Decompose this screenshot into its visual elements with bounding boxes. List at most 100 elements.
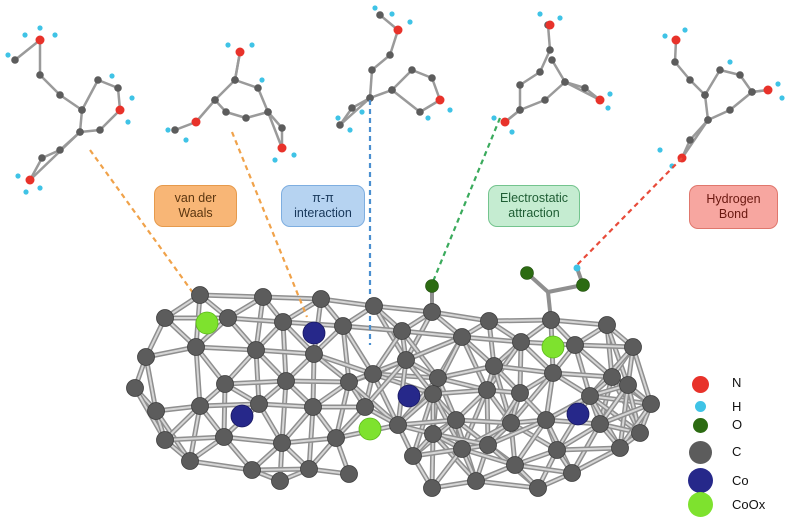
molecule-carbon-atom [701,91,709,99]
molecule-hydrogen-atom [407,19,413,25]
carbon-bond-highlight [155,410,191,462]
legend-item-coox: CoOx [688,492,788,517]
molecule-carbon-atom [11,56,19,64]
carbon-atom [364,365,382,383]
molecule-bond [674,61,691,81]
molecule-heteroatom [763,85,773,95]
carbon-atom [356,398,374,416]
carbon-bond-highlight [224,380,287,385]
molecule-carbon-atom [254,84,262,92]
carbon-atom [137,348,155,366]
molecule-bond [391,69,413,91]
carbon-bond-highlight [461,336,522,343]
molecule-bond [214,79,236,101]
carbon-atom [126,379,144,397]
carbon-atom [619,376,637,394]
carbon-atom [544,364,562,382]
electrostatic-line [430,117,502,285]
molecule-carbon-atom [671,58,679,66]
carbon-bond-highlight [255,296,264,351]
molecule-hydrogen-atom [259,77,265,83]
molecule-hydrogen-atom [359,109,365,115]
molecule-bond [538,49,552,73]
molecule-carbon-atom [242,114,250,122]
molecule-bond [59,93,83,112]
carbon-bond-highlight [432,389,488,395]
molecule-carbon-atom [114,84,122,92]
molecule-hydrogen-atom [52,32,58,38]
carbon-bond-highlight [493,365,554,374]
molecule-carbon-atom [536,68,544,76]
carbon-bond-highlight [589,395,652,405]
carbon-atom [478,381,496,399]
carbon-bond-highlight [599,403,652,425]
carbon-bond-highlight [487,419,547,446]
molecule-bond [339,97,371,126]
carbon-bond-highlight [461,336,488,391]
molecule-bond [266,111,284,149]
molecule-hydrogen-atom [372,5,378,11]
carbon-atom [453,328,471,346]
adsorbate-molecule-5 [657,27,785,169]
molecule-carbon-atom [376,11,384,19]
carbon-bond-highlight [571,447,621,474]
molecule-hydrogen-atom [425,115,431,121]
legend-label-h: H [732,399,742,414]
carbon-bond-highlight [455,419,512,424]
hydrogen-atom [573,264,581,272]
carbon-atom [181,452,199,470]
carbon-bond-highlight [437,365,495,379]
carbon-atom [563,464,581,482]
molecule-heteroatom [115,105,125,115]
bond-layer [132,267,654,491]
carbon-bond-highlight [342,325,350,383]
legend-item-o: O [688,414,788,436]
molecule-bond [680,119,710,159]
molecule-bond [99,109,121,131]
carbon-atom [611,439,629,457]
carbon-bond-highlight [281,380,287,444]
molecule-bond [519,70,541,87]
molecule-hydrogen-atom [15,173,21,179]
molecule-hydrogen-atom [37,185,43,191]
carbon-atom [327,429,345,447]
carbon-atom [300,460,318,478]
carbon-bond-highlight [431,433,434,489]
carbon-atom [423,303,441,321]
carbon-atom [334,317,352,335]
carbon-atom [219,309,237,327]
atom-layer [126,264,660,497]
molecule-carbon-atom [428,74,436,82]
carbon-atom [512,333,530,351]
legend-label-n: N [732,375,742,390]
carbon-atom [453,440,471,458]
molecule-carbon-atom [336,121,344,129]
molecule-bond [371,54,391,71]
carbon-bond-highlight [281,437,337,444]
carbon-atom [506,456,524,474]
carbon-bond-highlight [405,336,463,361]
carbon-atom [424,425,442,443]
carbon-atom [191,286,209,304]
carbon-atom [397,351,415,369]
molecule-bond [369,88,393,100]
molecule-carbon-atom [56,91,64,99]
molecule-carbon-atom [716,66,724,74]
carbon-bond-highlight [258,403,314,408]
molecule-carbon-atom [56,146,64,154]
molecule-carbon-atom [38,154,46,162]
van-der-waals-label: van der Waals [154,185,237,227]
carbon-atom [340,465,358,483]
molecule-bond [80,79,100,111]
molecule-carbon-atom [348,104,356,112]
carbon-atom [529,479,547,497]
cobalt-atom [302,321,326,345]
molecule-carbon-atom [36,71,44,79]
molecule-carbon-atom [686,76,694,84]
molecule-bond [368,69,374,99]
carbon-bond-highlight [556,447,621,451]
carbon-atom [389,416,407,434]
molecule-hydrogen-atom [291,152,297,158]
carbon-bond-highlight [251,468,310,471]
carbon-bond-highlight [461,448,516,466]
